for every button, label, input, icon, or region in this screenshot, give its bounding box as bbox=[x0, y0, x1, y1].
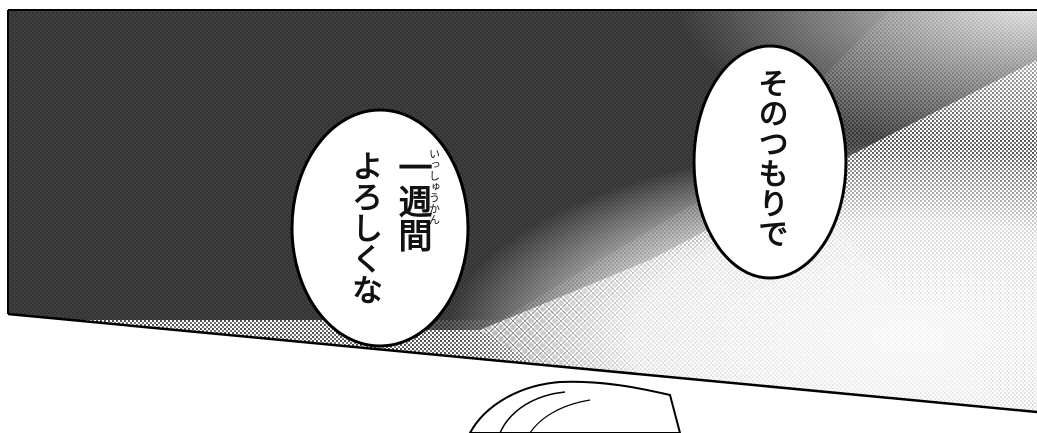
speech-bubble-left bbox=[290, 108, 470, 348]
panel-border-bottom bbox=[7, 312, 1037, 414]
speech-bubble-right bbox=[692, 44, 848, 280]
bubble-left-line1: 一週間 bbox=[392, 150, 432, 252]
bubble-left-line1-ruby: いっしゅうかん bbox=[428, 148, 441, 225]
bubble-left-line2: よろしくな bbox=[346, 150, 382, 305]
character-hair-line bbox=[499, 391, 566, 433]
character-head-outline bbox=[468, 380, 682, 433]
character-hair-line-2 bbox=[529, 399, 591, 433]
bubble-right-line1: そのつもりで bbox=[753, 68, 788, 248]
